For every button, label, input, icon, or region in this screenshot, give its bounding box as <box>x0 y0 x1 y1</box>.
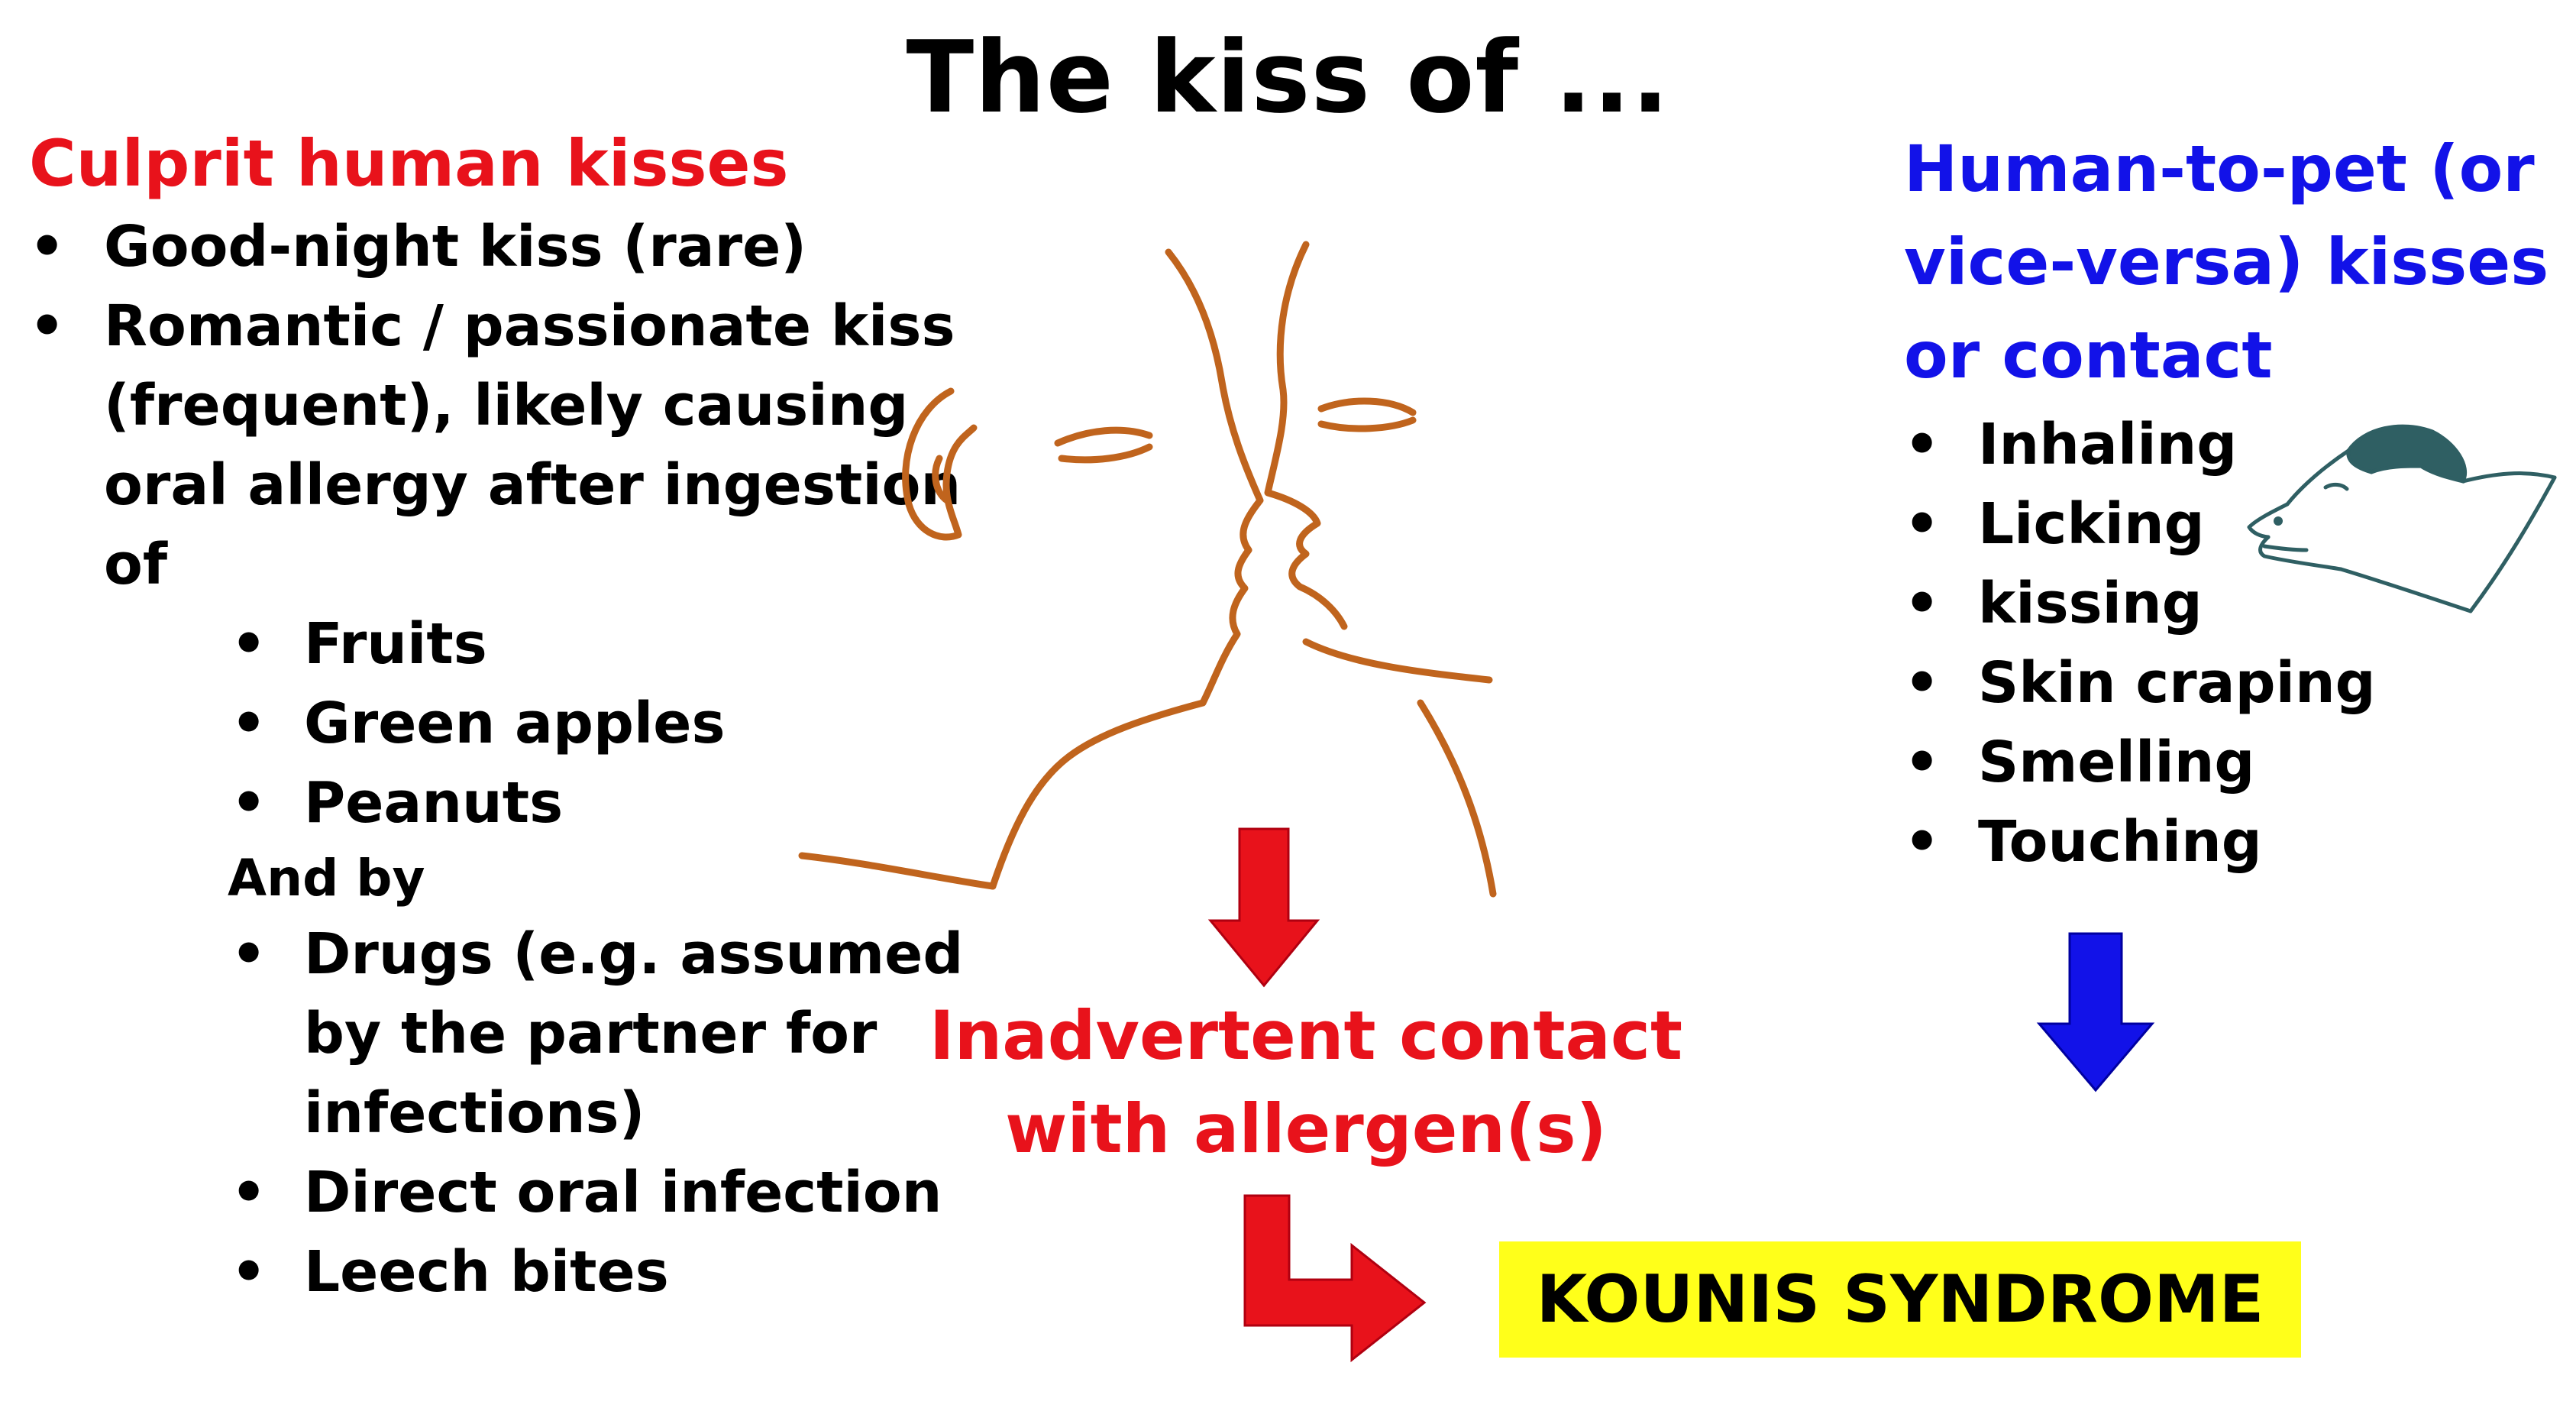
right-column: Human-to-pet (or vice-versa) kisses or c… <box>1904 122 2561 882</box>
kounis-syndrome-label: KOUNIS SYNDROME <box>1536 1261 2264 1338</box>
right-heading: Human-to-pet (or vice-versa) kisses or c… <box>1904 131 2549 393</box>
kissing-faces-sketch-icon <box>798 241 1497 898</box>
center-text: Inadvertent contact with allergen(s) <box>929 996 1683 1168</box>
list-item: Licking <box>1904 484 2561 564</box>
list-item: Green apples <box>231 684 984 763</box>
arrow-down-icon <box>1207 827 1320 988</box>
list-item: Leech bites <box>231 1232 984 1312</box>
left-list: Good-night kiss (rare) Romantic / passio… <box>29 207 984 604</box>
list-item: Direct oral infection <box>231 1153 984 1232</box>
list-item: Skin craping <box>1904 643 2561 723</box>
list-item: Drugs (e.g. assumed by the partner for i… <box>231 914 984 1153</box>
arrow-down-icon <box>2036 932 2155 1092</box>
right-list: Inhaling Licking kissing Skin craping Sm… <box>1904 405 2561 882</box>
page-title: The kiss of ... <box>906 19 1670 135</box>
dog-head-sketch-icon <box>2247 424 2557 613</box>
list-item: Touching <box>1904 802 2561 882</box>
list-item: Good-night kiss (rare) <box>29 207 984 286</box>
list-item: Romantic / passionate kiss (frequent), l… <box>29 286 984 604</box>
kounis-syndrome-box: KOUNIS SYNDROME <box>1499 1241 2301 1358</box>
left-sublist-2: Drugs (e.g. assumed by the partner for i… <box>29 914 984 1312</box>
left-column: Culprit human kisses Good-night kiss (ra… <box>29 126 984 1312</box>
list-item: Peanuts <box>231 763 984 843</box>
list-item: Fruits <box>231 604 984 684</box>
list-item: kissing <box>1904 564 2561 643</box>
left-heading: Culprit human kisses <box>29 126 789 201</box>
and-by-label: And by <box>228 849 425 908</box>
arrow-right-icon <box>1243 1194 1427 1363</box>
left-sublist: Fruits Green apples Peanuts <box>29 604 984 843</box>
list-item: Smelling <box>1904 723 2561 802</box>
list-item: Inhaling <box>1904 405 2561 484</box>
